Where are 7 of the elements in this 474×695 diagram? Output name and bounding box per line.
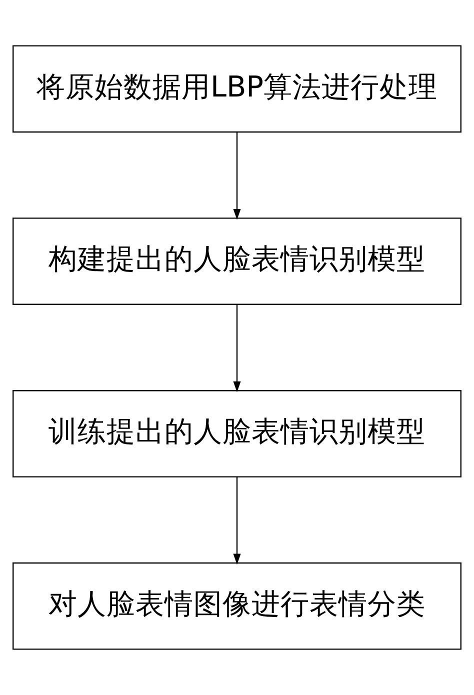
arrow <box>233 132 241 220</box>
arrow <box>233 304 241 392</box>
node-box: 将原始数据用LBP算法进行处理 <box>12 45 462 133</box>
node-box: 构建提出的人脸表情识别模型 <box>12 218 462 305</box>
node-box: 对人脸表情图像进行表情分类 <box>12 562 462 650</box>
node-box: 训练提出的人脸表情识别模型 <box>12 390 462 478</box>
arrow <box>233 476 241 565</box>
